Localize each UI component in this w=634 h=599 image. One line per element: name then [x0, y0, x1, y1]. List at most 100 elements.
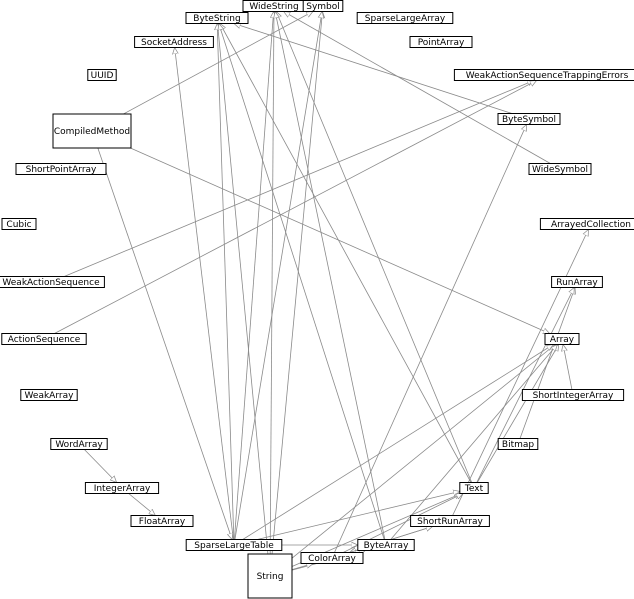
node-label: ShortRunArray — [417, 517, 483, 527]
node-box — [15, 163, 107, 175]
edge-sparse-large-table-to-wide-string — [234, 12, 273, 540]
node-box — [459, 482, 489, 494]
node-byte-array[interactable]: ByteArray — [357, 539, 415, 552]
node-box — [50, 438, 108, 450]
edge-text-to-byte-string — [220, 24, 472, 483]
node-string[interactable]: String — [247, 553, 293, 599]
edge-short-integer-array-to-array — [563, 345, 573, 390]
node-run-array[interactable]: RunArray — [551, 276, 603, 289]
edge-text-to-array — [476, 345, 559, 483]
node-box — [0, 276, 105, 288]
node-label: ArrayedCollection — [551, 220, 631, 230]
node-box — [551, 276, 603, 288]
node-array[interactable]: Array — [544, 333, 580, 346]
node-short-run-array[interactable]: ShortRunArray — [410, 515, 490, 528]
edge-color-array-to-byte-symbol — [334, 125, 527, 553]
node-float-array[interactable]: FloatArray — [130, 515, 194, 528]
node-box — [453, 69, 634, 81]
node-box — [497, 113, 561, 125]
edge-sparse-large-table-to-array — [242, 345, 553, 540]
node-box — [1, 218, 37, 230]
edge-weak-action-sequence-to-weak-action-sequence-trapping-errors — [64, 81, 534, 277]
edge-byte-symbol-to-byte-string — [234, 24, 513, 114]
node-box — [357, 539, 415, 551]
node-label: ColorArray — [308, 554, 356, 564]
edge-string-to-byte-string — [218, 24, 269, 555]
node-byte-string[interactable]: ByteString — [185, 12, 249, 25]
edge-wide-symbol-to-wide-string — [284, 12, 551, 164]
node-label: WideString — [249, 2, 298, 12]
node-cubic[interactable]: Cubic — [1, 218, 37, 231]
node-word-array[interactable]: WordArray — [50, 438, 108, 451]
node-label: SparseLargeArray — [365, 14, 446, 24]
edge-string-to-wide-string — [269, 12, 274, 555]
node-box — [1, 333, 87, 345]
node-box — [247, 553, 293, 599]
edge-sparse-large-table-to-byte-string — [217, 24, 235, 540]
node-label: FloatArray — [139, 517, 186, 527]
node-byte-symbol[interactable]: ByteSymbol — [497, 113, 561, 126]
node-box — [130, 515, 194, 527]
node-label: Text — [464, 484, 484, 494]
node-weak-action-sequence-trapping-errors[interactable]: WeakActionSequenceTrappingErrors — [453, 69, 634, 82]
node-label: ShortIntegerArray — [533, 391, 614, 401]
node-label: RunArray — [556, 278, 598, 288]
edge-compiled-method-to-sparse-large-table — [97, 147, 232, 540]
node-text[interactable]: Text — [459, 482, 489, 495]
node-box — [356, 12, 454, 24]
edge-string-to-color-array — [291, 564, 313, 570]
node-label: Symbol — [306, 2, 340, 12]
node-box — [544, 333, 580, 345]
edge-short-run-array-to-arrayed-collection — [452, 230, 589, 516]
node-sparse-large-array[interactable]: SparseLargeArray — [356, 12, 454, 25]
edge-sparse-large-table-to-socket-address — [175, 48, 234, 540]
node-label: WeakArray — [25, 391, 75, 401]
node-sparse-large-table[interactable]: SparseLargeTable — [185, 539, 283, 552]
node-box — [410, 515, 490, 527]
node-short-point-array[interactable]: ShortPointArray — [15, 163, 107, 176]
node-color-array[interactable]: ColorArray — [300, 552, 364, 565]
node-arrayed-collection[interactable]: ArrayedCollection — [539, 218, 634, 231]
node-bitmap[interactable]: Bitmap — [497, 438, 539, 451]
node-action-sequence[interactable]: ActionSequence — [1, 333, 87, 346]
edge-compiled-method-to-symbol — [123, 12, 312, 115]
edge-compiled-method-to-array — [130, 147, 549, 334]
node-box — [539, 218, 634, 230]
edge-string-to-symbol — [271, 12, 322, 555]
node-label: ByteSymbol — [502, 115, 556, 125]
node-weak-action-sequence[interactable]: WeakActionSequence — [0, 276, 105, 289]
node-label: ByteArray — [364, 541, 409, 551]
node-label: ShortPointArray — [26, 165, 97, 175]
edge-action-sequence-to-weak-action-sequence-trapping-errors — [54, 81, 536, 334]
node-label: WideSymbol — [532, 165, 588, 175]
node-box — [20, 389, 78, 401]
node-socket-address[interactable]: SocketAddress — [134, 36, 214, 49]
node-box — [87, 69, 117, 81]
edge-byte-array-to-array — [390, 345, 558, 540]
node-label: ActionSequence — [8, 335, 81, 345]
node-compiled-method[interactable]: CompiledMethod — [52, 113, 132, 149]
node-box — [497, 438, 539, 450]
node-uuid[interactable]: UUID — [87, 69, 117, 82]
node-short-integer-array[interactable]: ShortIntegerArray — [521, 389, 625, 402]
node-label: ByteString — [193, 14, 240, 24]
node-box — [185, 12, 249, 24]
node-weak-array[interactable]: WeakArray — [20, 389, 78, 402]
node-box — [521, 389, 625, 401]
node-box — [52, 113, 132, 149]
edge-string-to-array — [291, 345, 555, 559]
node-label: CompiledMethod — [54, 127, 130, 137]
edge-integer-array-to-float-array — [128, 493, 156, 516]
node-integer-array[interactable]: IntegerArray — [84, 482, 160, 495]
edge-text-to-wide-string — [276, 12, 473, 483]
node-box — [409, 36, 473, 48]
node-wide-symbol[interactable]: WideSymbol — [528, 163, 592, 176]
node-box — [302, 0, 344, 12]
node-box — [134, 36, 214, 48]
node-wide-string[interactable]: WideString — [242, 0, 306, 13]
edge-word-array-to-integer-array — [84, 449, 116, 483]
node-point-array[interactable]: PointArray — [409, 36, 473, 49]
node-label: PointArray — [418, 38, 465, 48]
node-symbol[interactable]: Symbol — [302, 0, 344, 13]
